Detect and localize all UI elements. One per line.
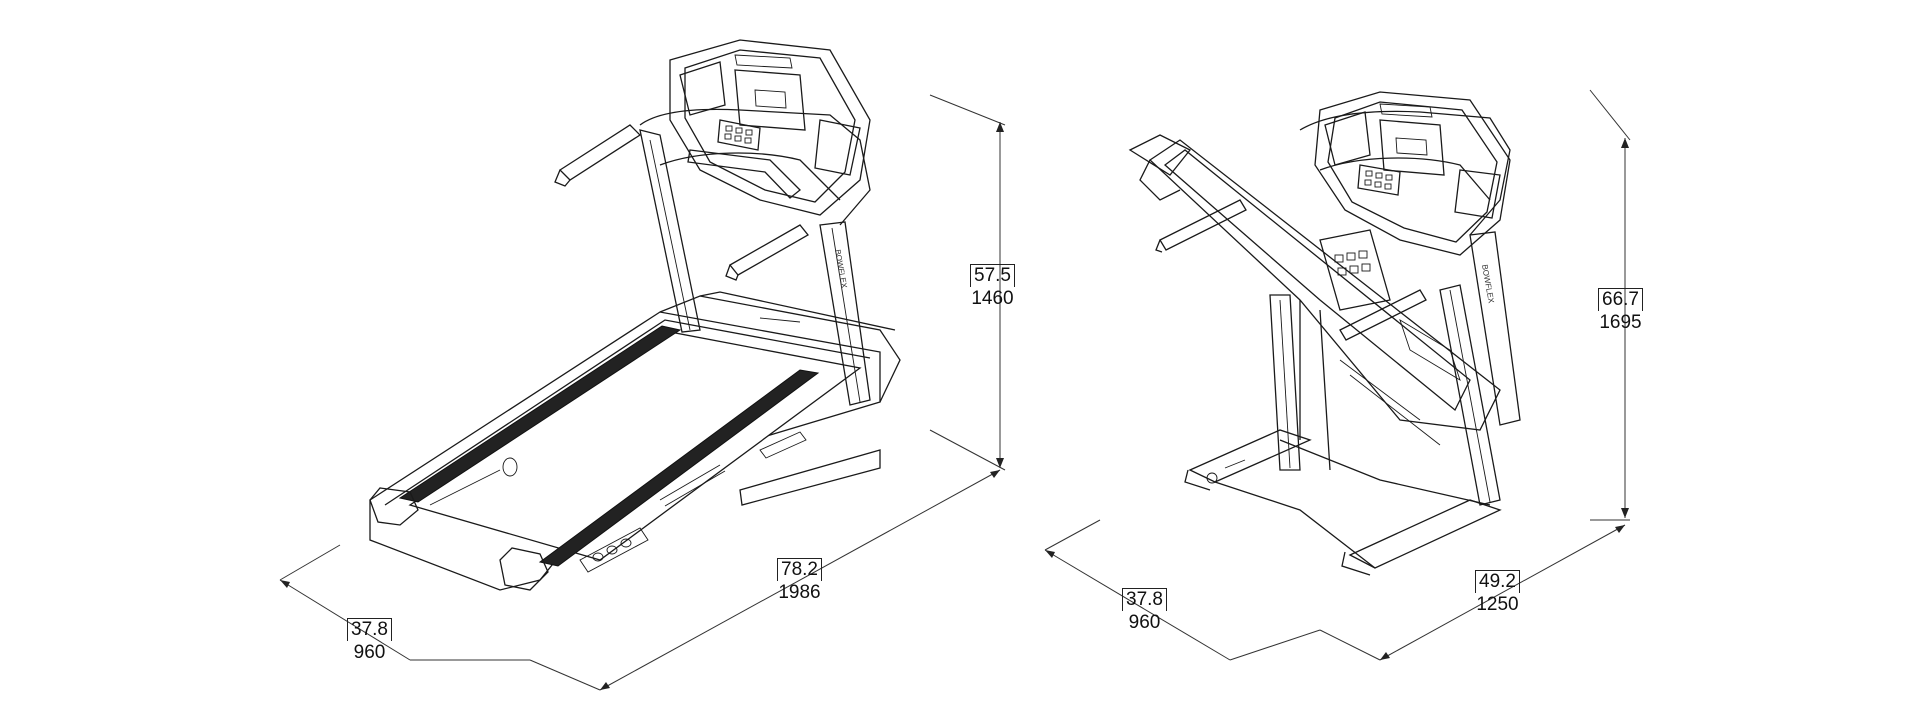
unfolded-treadmill-drawing: BOWFLEX — [369, 39, 901, 591]
folded-width-label: 37.8 960 — [1122, 588, 1167, 635]
svg-text:BOWFLEX: BOWFLEX — [833, 249, 849, 290]
unfolded-height-inch: 57.5 — [970, 264, 1015, 287]
unfolded-length-inch: 78.2 — [777, 558, 822, 581]
folded-treadmill-drawing: BOWFLEX — [1128, 91, 1521, 576]
unfolded-width-inch: 37.8 — [347, 618, 392, 641]
unfolded-height-label: 57.5 1460 — [970, 264, 1015, 311]
unfolded-width-label: 37.8 960 — [347, 618, 392, 665]
folded-height-mm: 1695 — [1599, 312, 1642, 333]
folded-width-mm: 960 — [1128, 612, 1161, 633]
folded-height-inch: 66.7 — [1598, 288, 1643, 311]
unfolded-dimension-lines — [279, 94, 1006, 691]
unfolded-height-mm: 1460 — [971, 288, 1014, 309]
folded-dimension-lines — [1044, 89, 1631, 661]
unfolded-length-mm: 1986 — [778, 582, 821, 603]
svg-text:BOWFLEX: BOWFLEX — [1480, 264, 1496, 305]
unfolded-length-label: 78.2 1986 — [777, 558, 822, 605]
folded-length-label: 49.2 1250 — [1475, 570, 1520, 617]
folded-width-inch: 37.8 — [1122, 588, 1167, 611]
folded-height-label: 66.7 1695 — [1598, 288, 1643, 335]
folded-length-mm: 1250 — [1476, 594, 1519, 615]
unfolded-width-mm: 960 — [353, 642, 386, 663]
folded-length-inch: 49.2 — [1475, 570, 1520, 593]
